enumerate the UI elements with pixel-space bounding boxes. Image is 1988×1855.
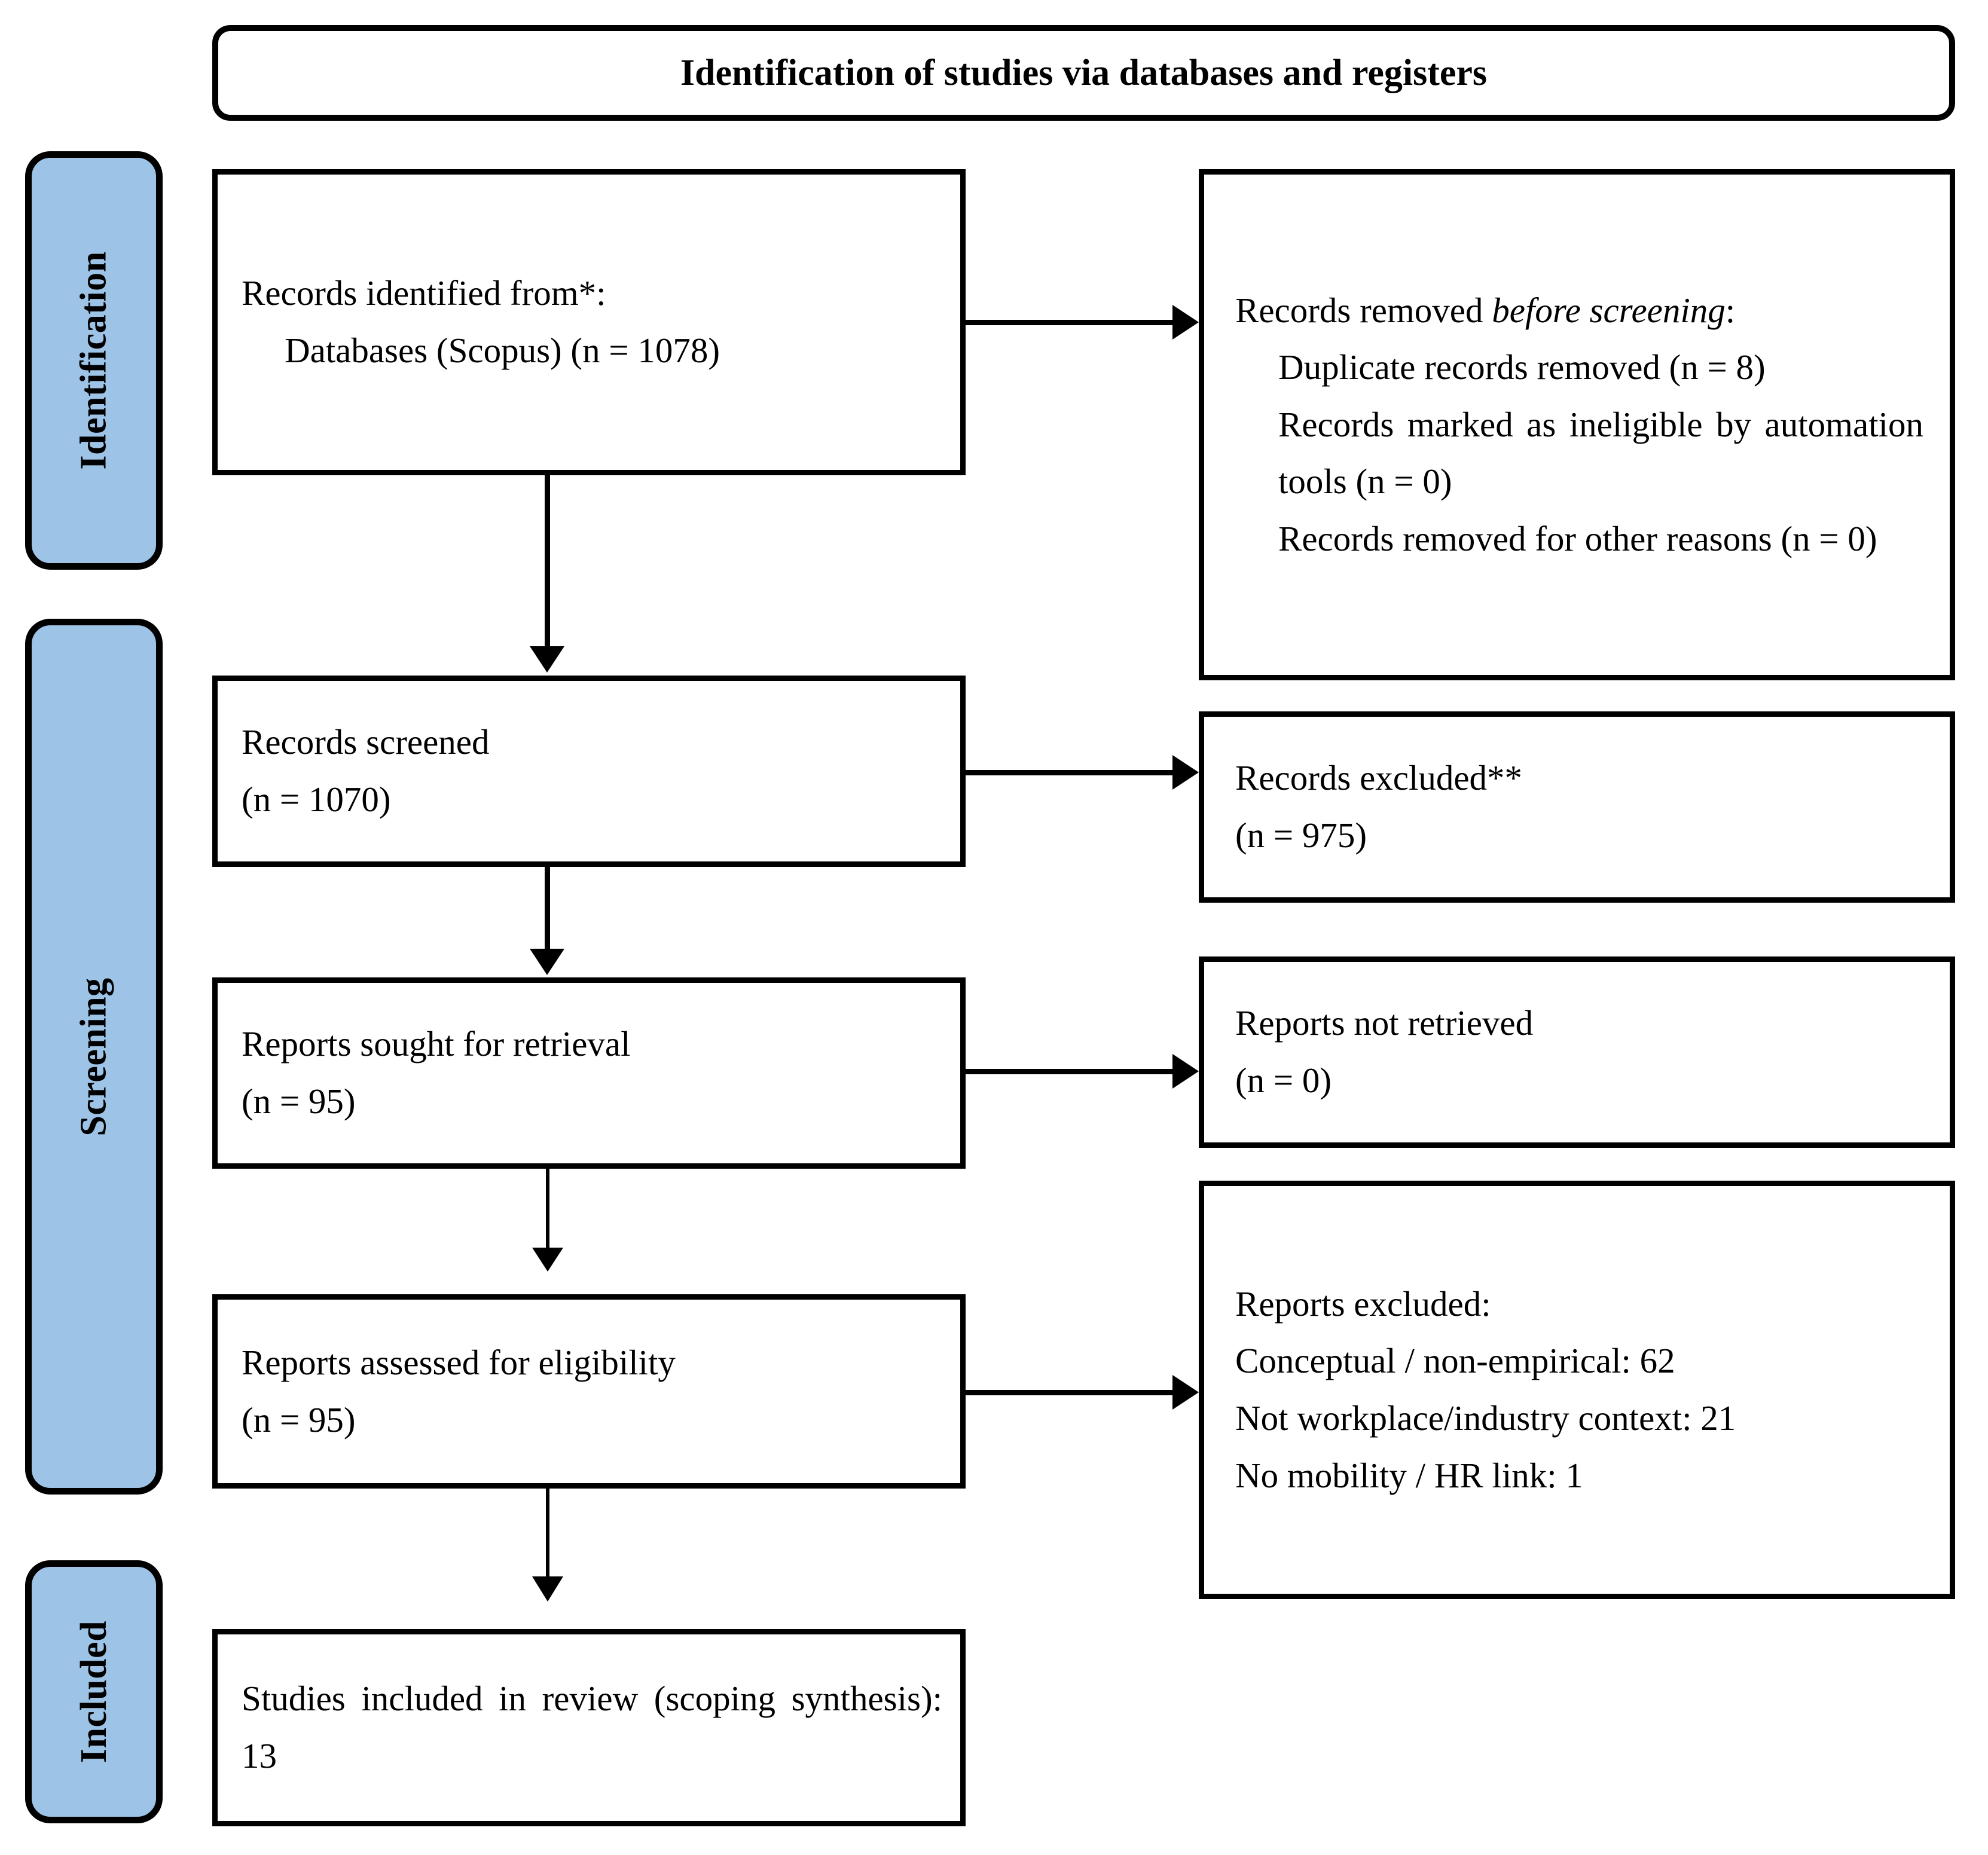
arrowhead-sought-to-assessed [532,1248,563,1272]
connector-sought-to-not-retrieved [966,1069,1175,1074]
stage-tab-identification-label: Identification [74,251,115,470]
reports-assessed-line-2: (n = 95) [242,1399,356,1440]
connector-sought-to-assessed [546,1169,549,1251]
reports-sought-line-1: Reports sought for retrieval [242,1024,631,1064]
records-removed-heading-prefix: Records removed [1235,290,1492,330]
reports-sought-line-2: (n = 95) [242,1081,356,1121]
records-removed-item-3: Records removed for other rea­sons (n = … [1278,518,1877,558]
connector-identified-to-screened [545,475,550,650]
records-identified-line-2: Databases (Scopus) (n = 1078) [285,331,720,370]
records-screened-line-2: (n = 1070) [242,780,391,819]
connector-identified-to-removed [966,320,1175,325]
stage-tab-identification: Identification [25,151,163,570]
arrowhead-assessed-to-included [532,1576,563,1602]
records-identified-line-1: Records identified from*: [242,273,606,313]
arrowhead-screened-to-sought [530,949,564,975]
stage-tab-screening: Screening [25,619,163,1495]
records-excluded-line-1: Records excluded** [1235,758,1523,798]
box-records-removed-before-screening: Records removed before screening: Duplic… [1199,169,1955,680]
studies-included-line-1: Studies included in review (scoping synt… [242,1679,942,1775]
reports-excluded-line-4: No mobility / HR link: 1 [1235,1455,1583,1495]
records-removed-heading: Records removed before screening: [1235,282,1923,340]
diagram-title-banner: Identification of studies via databases … [212,25,1955,121]
connector-screened-to-excluded [966,770,1175,775]
reports-not-retrieved-line-1: Reports not retrieved [1235,1003,1534,1043]
box-records-excluded: Records excluded** (n = 975) [1199,711,1955,903]
stage-tab-included: Included [25,1560,163,1823]
connector-screened-to-sought [545,867,550,952]
records-removed-item-2: Records marked as ineligible by automati… [1278,404,1923,502]
box-reports-excluded: Reports excluded: Conceptual / non-empir… [1199,1181,1955,1599]
reports-excluded-line-2: Conceptual / non-empirical: 62 [1235,1341,1675,1381]
reports-assessed-line-1: Reports assessed for eligibility [242,1342,676,1382]
records-excluded-line-2: (n = 975) [1235,815,1367,855]
arrowhead-identified-to-removed [1172,305,1199,340]
box-records-screened: Records screened (n = 1070) [212,676,966,867]
page-title: Identification of studies via databases … [680,52,1488,93]
connector-assessed-to-excluded [966,1390,1175,1395]
records-screened-line-1: Records screened [242,722,490,762]
reports-excluded-line-1: Reports excluded: [1235,1283,1491,1324]
records-removed-item-1: Duplicate records removed (n = 8) [1278,347,1766,387]
stage-tab-screening-label: Screening [74,977,114,1136]
reports-not-retrieved-line-2: (n = 0) [1235,1061,1332,1100]
arrowhead-identified-to-screened [530,646,564,673]
arrowhead-screened-to-excluded [1172,755,1199,790]
records-removed-heading-suffix: : [1725,290,1736,330]
box-studies-included-in-review: Studies included in review (scoping synt… [212,1629,966,1826]
stage-tab-included-label: Included [74,1620,115,1764]
box-records-identified: Records identified from*: Databases (Sco… [212,169,966,475]
connector-assessed-to-included [546,1489,549,1578]
box-reports-assessed-for-eligibility: Reports assessed for eligibility (n = 95… [212,1294,966,1489]
arrowhead-sought-to-not-retrieved [1172,1054,1199,1089]
arrowhead-assessed-to-excluded [1172,1375,1199,1410]
box-reports-sought-for-retrieval: Reports sought for retrieval (n = 95) [212,977,966,1169]
records-removed-heading-emphasis: before screening [1492,290,1726,330]
box-reports-not-retrieved: Reports not retrieved (n = 0) [1199,956,1955,1148]
reports-excluded-line-3: Not workplace/industry context: 21 [1235,1398,1736,1438]
